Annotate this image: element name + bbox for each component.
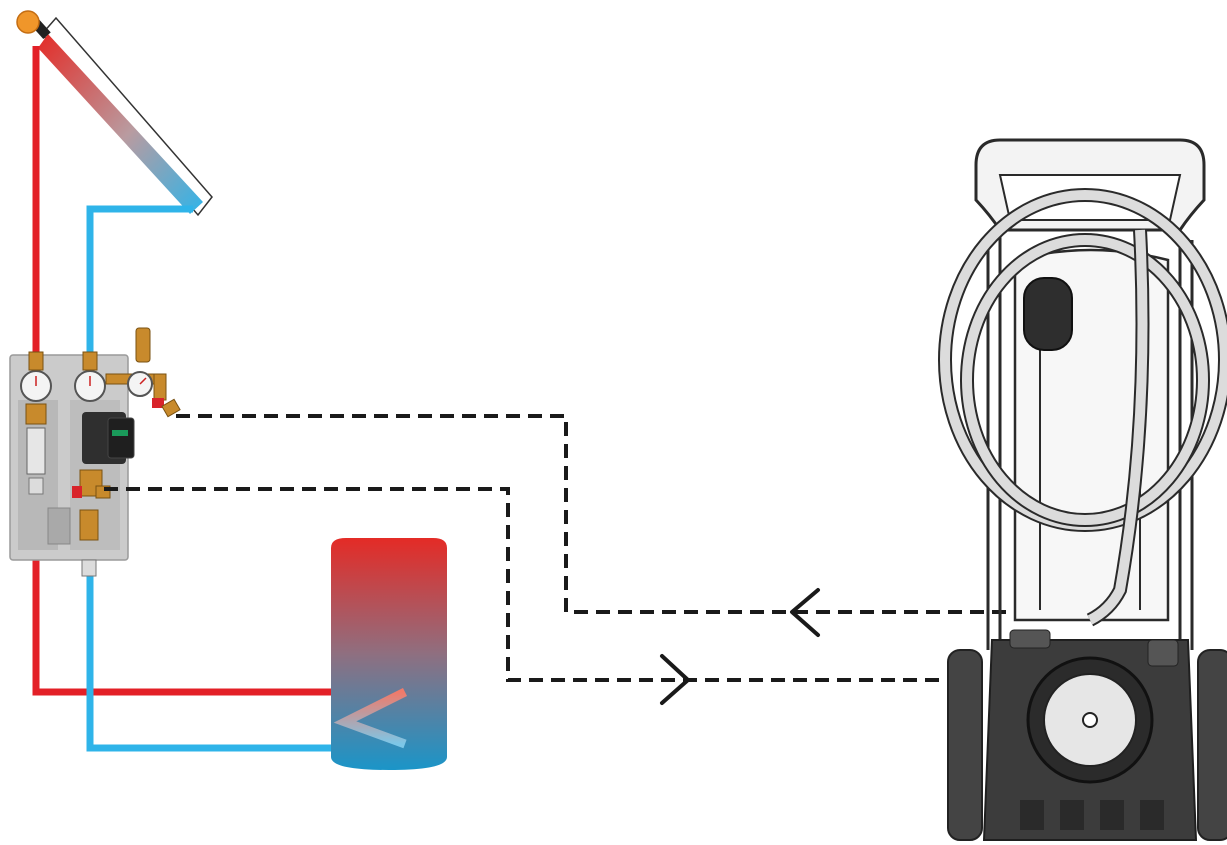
- cart-base-slot-1: [1020, 800, 1044, 830]
- cart-base-slot-3: [1100, 800, 1124, 830]
- cart-valve-left: [1009, 629, 1051, 649]
- station-label-slot: [47, 507, 71, 545]
- solar-collector: [16, 10, 213, 217]
- cart-hose-tail-fill: [1087, 229, 1148, 625]
- cart-frame: [986, 230, 1194, 650]
- safety-tee: [153, 373, 167, 401]
- return-fill-valve-red: [72, 486, 82, 498]
- pump-station: [9, 327, 181, 577]
- fill-drain-port: [161, 398, 181, 418]
- hose-station-to-cart: [104, 487, 1105, 682]
- return-bottom-fitting: [81, 559, 97, 577]
- cart-valve-right: [1147, 639, 1179, 667]
- collector-temperature-sensor: [16, 10, 40, 34]
- fill-drain-valve-red: [152, 398, 164, 408]
- cart-filter: [1023, 277, 1073, 351]
- flowmeter: [26, 427, 46, 475]
- return-top-fitting: [82, 351, 98, 371]
- hot-flow-line: [32, 46, 405, 696]
- collector-absorber: [38, 34, 203, 214]
- cart-hose-coil-inner-fill: [962, 235, 1208, 525]
- arrow-right-icon: [660, 654, 690, 705]
- flow-arrows: [660, 588, 820, 705]
- tank-heat-coil: [333, 687, 408, 749]
- cart-wheel-left: [947, 649, 983, 841]
- cart-base-slot-4: [1140, 800, 1164, 830]
- storage-tank: [331, 538, 447, 770]
- flow-top-fitting: [28, 351, 44, 371]
- pressure-gauge-needle: [139, 377, 147, 385]
- cart-pump-center: [1082, 712, 1098, 728]
- filling-cart: [938, 138, 1227, 841]
- arrow-left-icon: [790, 588, 820, 637]
- flow-bottom-fitting: [28, 477, 44, 495]
- return-lower-fitting: [79, 509, 99, 541]
- pump-badge: [112, 430, 128, 436]
- cart-wheel-right: [1197, 649, 1227, 841]
- pump-head: [107, 417, 135, 459]
- flow-valve-body: [25, 403, 47, 425]
- safety-valve: [135, 327, 151, 363]
- cart-base-slot-2: [1060, 800, 1084, 830]
